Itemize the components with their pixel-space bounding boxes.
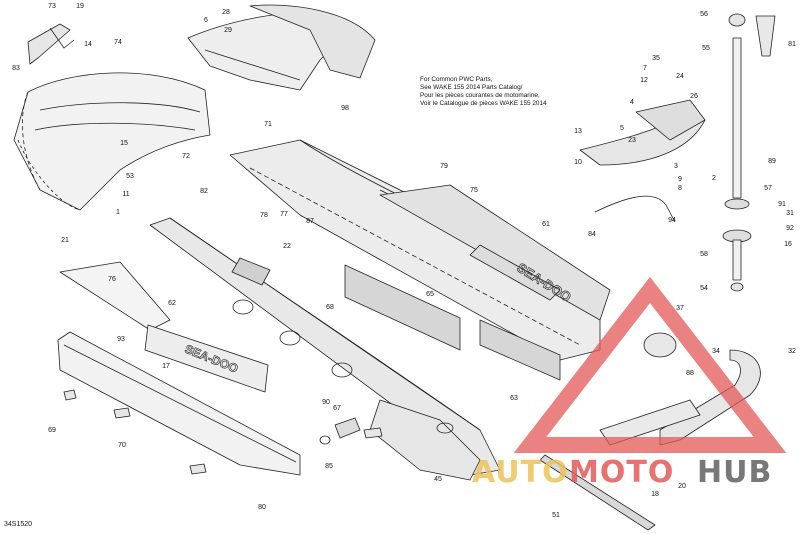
callout-number: 11 [122,191,129,198]
callout-number: 58 [700,251,708,258]
callout-number: 83 [12,65,20,72]
note-line: Voir le Catalogue de pièces WAKE 155 201… [420,100,547,107]
callout-number: 26 [690,93,698,100]
handle-grip-part [579,99,706,166]
callout-number: 93 [117,336,125,343]
callout-number: 55 [702,45,710,52]
callout-number: 72 [182,153,190,160]
callout-number: 15 [120,140,128,147]
callout-number: 12 [640,77,648,84]
watermark-logo [513,276,787,453]
callout-number: 77 [280,211,288,218]
callout-number: 82 [200,188,208,195]
figure-code: 34S1520 [4,521,33,528]
callout-number: 20 [678,483,686,490]
callout-number: 10 [574,159,582,166]
callout-number: 23 [628,137,636,144]
callout-number: 2 [712,175,716,182]
note-line: See WAKE 155 2014 Parts Catalog/ [420,84,523,91]
callout-number: 69 [48,427,56,434]
callout-number: 85 [325,463,333,470]
callout-number: 35 [652,55,660,62]
rod-part [722,13,776,292]
bar-part [539,454,656,531]
callout-number: 5 [620,125,624,132]
callout-number: 16 [784,241,792,248]
watermark-text: AUTO [472,455,569,490]
callout-number: 1 [116,209,120,216]
watermark-text: HUB [697,455,773,490]
callout-number: 75 [470,187,478,194]
callout-number: 78 [260,212,268,219]
callout-number: 61 [542,221,550,228]
callout-number: 56 [700,11,708,18]
callout-number: 29 [224,27,232,34]
inner-panel-part [231,257,561,381]
callout-number: 7 [643,65,647,72]
callout-number: 65 [426,291,434,298]
clip-part [319,417,361,445]
callout-number: 94 [668,217,676,224]
callout-number: 22 [283,243,291,250]
callout-number: 31 [786,210,794,217]
callout-number: 34 [712,348,720,355]
watermark-text: MOTO [569,455,675,490]
callout-number: 51 [552,512,560,519]
callout-number: 90 [322,399,330,406]
callout-number: 68 [326,304,334,311]
callout-number: 74 [114,39,122,46]
edge-trim-part [57,331,301,476]
callout-number: 32 [788,348,796,355]
top-cover-part [187,4,376,91]
callout-number: 45 [434,476,442,483]
callout-number: 17 [162,363,170,370]
reference-note: For Common PWC Parts, See WAKE 155 2014 … [420,76,600,108]
callout-number: 21 [61,237,69,244]
callout-number: 54 [700,285,708,292]
end-cap-part [643,332,677,358]
callout-number: 9 [678,176,682,183]
callout-number: 88 [686,370,694,377]
callout-number: 18 [651,491,659,498]
bracket-part [27,23,75,65]
mat-part [59,261,269,393]
callout-number: 57 [764,185,772,192]
callout-number: 19 [76,3,84,10]
callout-number: 37 [676,305,684,312]
note-line: Pour les pièces courantes de motomarine, [420,92,540,99]
callout-number: 6 [204,17,208,24]
callout-number: 80 [258,504,266,511]
callout-number: 87 [306,218,314,225]
callout-number: 79 [440,163,448,170]
callout-number: 67 [333,405,341,412]
callout-number: 73 [48,3,56,10]
deck-panel-part [379,184,611,321]
callout-number: 62 [168,300,176,307]
callout-number: 4 [630,99,634,106]
cable-part [594,195,676,223]
callout-number: 98 [341,105,349,112]
callout-number: 76 [108,276,116,283]
callout-number: 24 [676,73,684,80]
callout-number: 89 [768,158,776,165]
note-line: For Common PWC Parts, [420,76,493,83]
callout-number: 91 [778,201,786,208]
callout-number: 14 [84,41,92,48]
callout-number: 63 [510,395,518,402]
callout-number: 13 [574,128,582,135]
callout-number: 28 [222,9,230,16]
callout-number: 70 [118,442,126,449]
callout-number: 81 [788,41,796,48]
callout-number: 53 [126,173,134,180]
callout-number: 3 [674,163,678,170]
callout-number: 92 [786,225,794,232]
small-plate-part [63,389,383,475]
callout-number: 8 [678,185,682,192]
callout-number: 71 [264,121,272,128]
front-cover-part [13,72,211,211]
callout-number: 84 [588,231,596,238]
